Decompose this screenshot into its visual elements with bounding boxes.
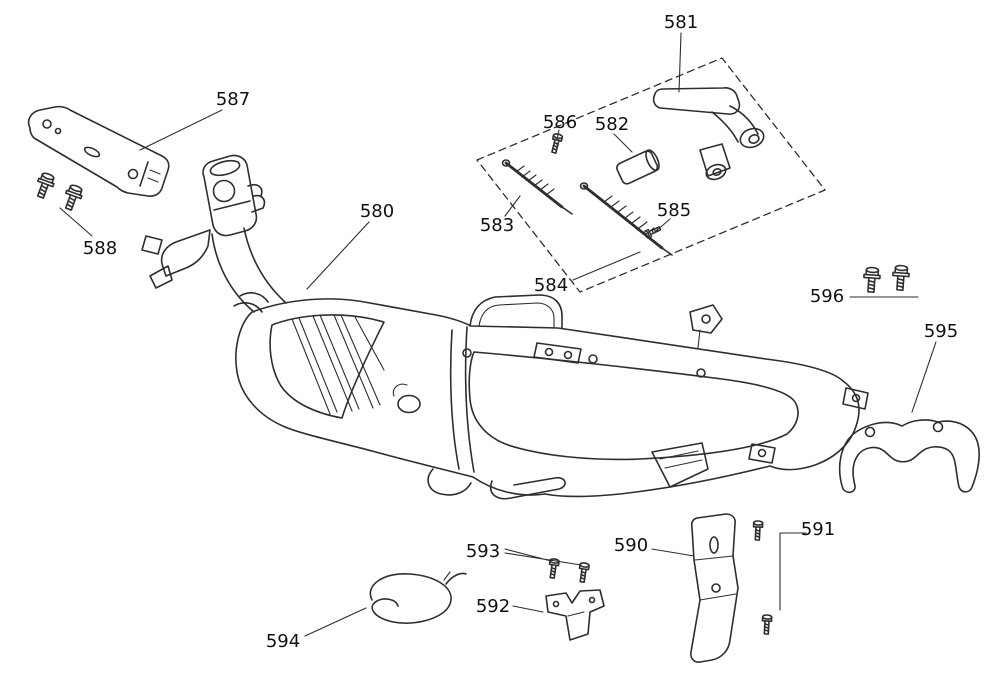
part-label-583: 583 [480,215,514,236]
rod-583-drawing [501,159,573,215]
part-label-585: 585 [657,200,691,221]
wire-guide-594-drawing [369,571,467,624]
part-label-592: 592 [476,596,510,617]
bracket-595-drawing [838,419,980,494]
flange-bolts-596 [862,264,911,294]
part-label-587: 587 [216,89,250,110]
part-label-582: 582 [595,114,629,135]
leader-lines [59,32,937,637]
part-label-593: 593 [466,541,500,562]
screw-586 [548,132,564,155]
part-label-586: 586 [543,112,577,133]
detail-box [476,57,826,293]
part-label-591: 591 [801,519,835,540]
part-label-580: 580 [360,201,394,222]
part-labels: 587 588 580 581 586 582 583 585 584 596 … [83,12,958,652]
part-label-596: 596 [810,286,844,307]
part-label-584: 584 [534,275,568,296]
screws-591 [752,519,773,636]
flange-bolts-588 [32,170,86,213]
fastener-585 [643,224,663,240]
screws-593 [546,557,591,584]
sleeve-582-drawing [616,149,660,185]
part-label-581: 581 [664,12,698,33]
part-label-588: 588 [83,238,117,259]
main-frame-drawing [235,294,869,500]
steering-head-drawing [141,154,287,313]
part-label-595: 595 [924,321,958,342]
bracket-592-drawing [545,589,605,641]
part-label-594: 594 [266,631,300,652]
lever-assembly-581-drawing [652,87,765,181]
part-label-590: 590 [614,535,648,556]
bracket-590-drawing [690,513,739,663]
bracket-plate-587-drawing [27,105,170,197]
